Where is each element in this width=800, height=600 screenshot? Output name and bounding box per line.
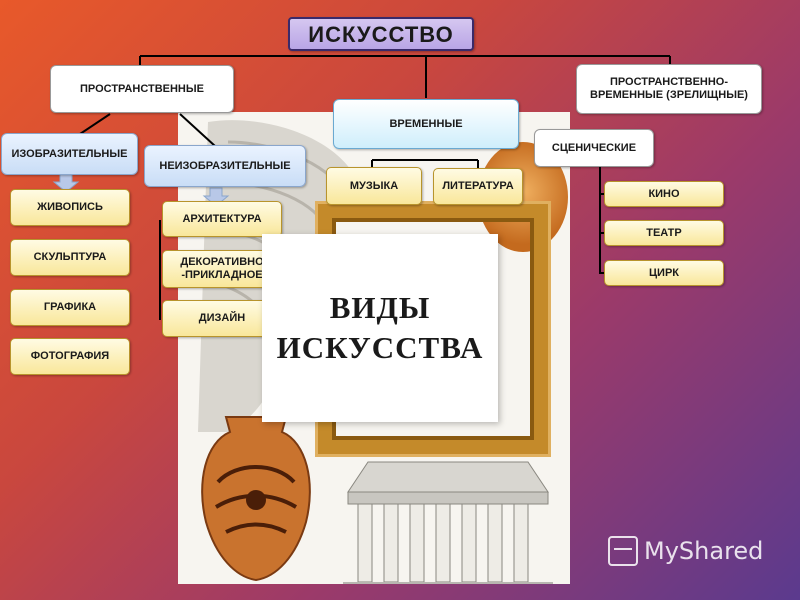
title-line-1: ВИДЫ (329, 290, 431, 325)
title-line-2: ИСКУССТВА (276, 330, 484, 365)
list-item: СКУЛЬПТУРА (10, 239, 130, 276)
item-label: ФОТОГРАФИЯ (30, 350, 110, 362)
temporal-label: ВРЕМЕННЫЕ (389, 117, 463, 130)
title-card: ВИДЫ ИСКУССТВА (262, 234, 498, 422)
item-label: МУЗЫКА (349, 179, 399, 192)
visual-label: ИЗОБРАЗИТЕЛЬНЫЕ (11, 147, 128, 160)
amphora-image (201, 416, 311, 582)
spatial-arts-node: ПРОСТРАНСТВЕННЫЕ (50, 65, 234, 113)
item-label: АРХИТЕКТУРА (182, 212, 262, 225)
list-item: АРХИТЕКТУРА (162, 201, 282, 237)
nonvisual-arts-node: НЕИЗОБРАЗИТЕЛЬНЫЕ (144, 145, 306, 187)
item-label: ГРАФИКА (43, 301, 97, 313)
list-item: ТЕАТР (604, 220, 724, 246)
list-item: ГРАФИКА (10, 289, 130, 326)
watermark-text: MyShared (644, 537, 764, 565)
root-label: ИСКУССТВО (308, 21, 454, 47)
myshared-logo-icon (608, 536, 638, 566)
list-item: КИНО (604, 181, 724, 207)
item-label: ЖИВОПИСЬ (37, 201, 103, 213)
temple-image (343, 461, 553, 584)
list-item: ЖИВОПИСЬ (10, 189, 130, 226)
item-label: ТЕАТР (646, 226, 682, 239)
item-label: КИНО (648, 187, 680, 200)
spatial-label: ПРОСТРАНСТВЕННЫЕ (80, 82, 204, 95)
spatial-temporal-label: ПРОСТРАНСТВЕННО-ВРЕМЕННЫЕ (ЗРЕЛИЩНЫЕ) (590, 76, 748, 101)
watermark: MyShared (608, 536, 763, 566)
temporal-arts-node: ВРЕМЕННЫЕ (333, 99, 519, 149)
nonvisual-label: НЕИЗОБРАЗИТЕЛЬНЫЕ (159, 159, 291, 172)
list-item: МУЗЫКА (326, 167, 422, 205)
item-label: ЦИРК (649, 266, 679, 279)
list-item: ЛИТЕРАТУРА (433, 168, 523, 205)
list-item: ЦИРК (604, 260, 724, 286)
list-item: ФОТОГРАФИЯ (10, 338, 130, 375)
item-label: ДЕКОРАТИВНО -ПРИКЛАДНОЕ (180, 256, 264, 281)
stage-arts-node: СЦЕНИЧЕСКИЕ (534, 129, 654, 167)
visual-arts-node: ИЗОБРАЗИТЕЛЬНЫЕ (1, 133, 138, 175)
item-label: ЛИТЕРАТУРА (442, 180, 514, 192)
spatial-temporal-arts-node: ПРОСТРАНСТВЕННО-ВРЕМЕННЫЕ (ЗРЕЛИЩНЫЕ) (576, 64, 762, 114)
item-label: СКУЛЬПТУРА (33, 251, 107, 263)
root-node-art: ИСКУССТВО (288, 17, 474, 51)
arrow-down-icon (52, 173, 80, 193)
item-label: ДИЗАЙН (198, 312, 246, 324)
stage-label: СЦЕНИЧЕСКИЕ (551, 141, 637, 154)
